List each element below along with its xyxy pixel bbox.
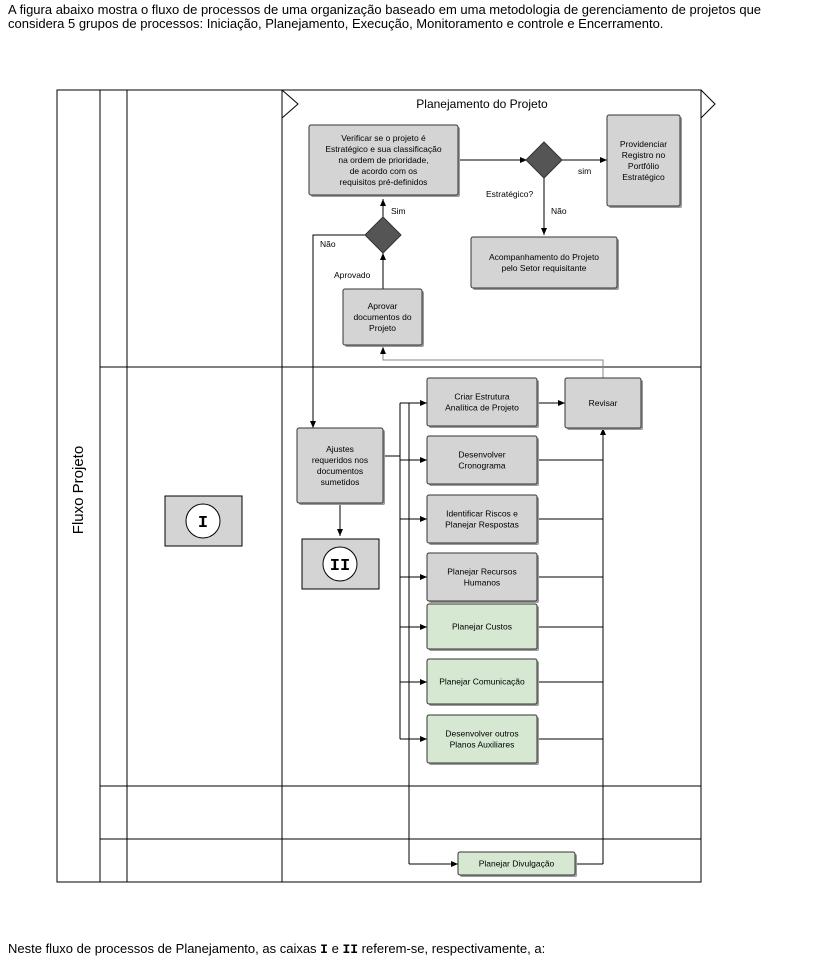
box-body — [426, 603, 538, 650]
box-text-line: de acordo com os — [350, 166, 418, 176]
box-text-line: Planejar Comunicação — [439, 677, 525, 687]
box-divulgacao: Planejar Divulgação — [457, 851, 577, 877]
question-box-ii: II — [342, 942, 359, 957]
pool-frame — [56, 89, 702, 883]
question-middle: e — [327, 941, 343, 956]
connectors — [310, 157, 607, 867]
box-text-line: Verificar se o projeto é — [341, 133, 426, 143]
box-text-line: Revisar — [589, 398, 618, 408]
box-body — [296, 427, 384, 504]
box-text-line: Analítica de Projeto — [445, 403, 519, 413]
label-estrategico: Estratégico? — [486, 189, 534, 199]
box-text-line: documentos — [317, 466, 363, 476]
box-text-line: Registro no — [622, 150, 666, 160]
box-custos: Planejar Custos — [426, 603, 539, 651]
box-text-line: Desenvolver outros — [445, 729, 518, 739]
box-body — [457, 851, 576, 876]
label-nao-down: Não — [551, 206, 567, 216]
box-i-circle — [185, 503, 221, 539]
box-revisar: Revisar — [564, 377, 643, 430]
box-text-line: Cronograma — [458, 461, 506, 471]
box-ii-label: II — [330, 557, 350, 576]
box-text-line: Projeto — [369, 323, 396, 333]
box-body — [564, 377, 642, 429]
box-text-line: Estratégico e sua classificação — [325, 144, 441, 154]
box-text-line: Identificar Riscos e — [446, 509, 518, 519]
phase-chevron — [281, 89, 299, 119]
box-body — [308, 124, 459, 196]
box-text-line: Planejar Recursos — [447, 567, 516, 577]
box-body — [426, 714, 538, 764]
box-text-line: Estratégico — [622, 172, 665, 182]
box-text-line: Criar Estrutura — [454, 392, 510, 402]
intro-text: A figura abaixo mostra o fluxo de proces… — [8, 2, 762, 31]
box-text-line: Planejar Custos — [452, 622, 512, 632]
box-text-line: na ordem de prioridade, — [338, 155, 428, 165]
box-text-line: Ajustes — [326, 444, 354, 454]
label-sim-up: Sim — [391, 206, 406, 216]
box-text-line: pelo Setor requisitante — [501, 263, 586, 273]
box-comunicacao: Planejar Comunicação — [426, 658, 539, 706]
box-text-line: Planejar Divulgação — [479, 859, 555, 869]
phase-title: Planejamento do Projeto — [416, 97, 548, 111]
box-ii-circle — [322, 546, 358, 582]
phase-chevron-end — [700, 89, 716, 119]
box-text-line: documentos do — [353, 312, 411, 322]
box-text-line: Planos Auxiliares — [450, 740, 515, 750]
box-body — [426, 494, 538, 544]
box-text-line: Portfólio — [628, 161, 659, 171]
box-body — [606, 114, 681, 207]
box-text-line: requisitos pré-definidos — [340, 177, 428, 187]
box-i-label: I — [198, 514, 208, 533]
box-text-line: Acompanhamento do Projeto — [489, 252, 599, 262]
label-nao-left: Não — [320, 239, 336, 249]
strategic-gateway-diamond — [525, 141, 563, 179]
label-sim-right: sim — [578, 166, 591, 176]
box-text-line: Desenvolver — [458, 450, 505, 460]
pool-label: Fluxo Projeto — [70, 446, 87, 534]
box-body — [426, 658, 538, 705]
question-before: Neste fluxo de processos de Planejamento… — [8, 941, 321, 956]
box-body — [426, 552, 538, 602]
box-text-line: Providenciar — [620, 139, 667, 149]
box-body — [470, 236, 618, 289]
question-text: Neste fluxo de processos de Planejamento… — [8, 941, 813, 957]
box-text-line: Aprovar — [368, 301, 398, 311]
box-body — [426, 435, 538, 485]
question-box-i: I — [320, 942, 328, 957]
box-body — [426, 377, 538, 427]
box-text-line: requeridos nos — [312, 455, 368, 465]
approval-gateway-diamond — [364, 216, 402, 254]
box-text-line: Humanos — [464, 578, 500, 588]
question-after: referem-se, respectivamente, a: — [358, 941, 546, 956]
label-aprovado: Aprovado — [334, 270, 371, 280]
box-text-line: sumetidos — [321, 477, 360, 487]
box-text-line: Planejar Respostas — [445, 520, 519, 530]
box-body — [342, 288, 423, 346]
